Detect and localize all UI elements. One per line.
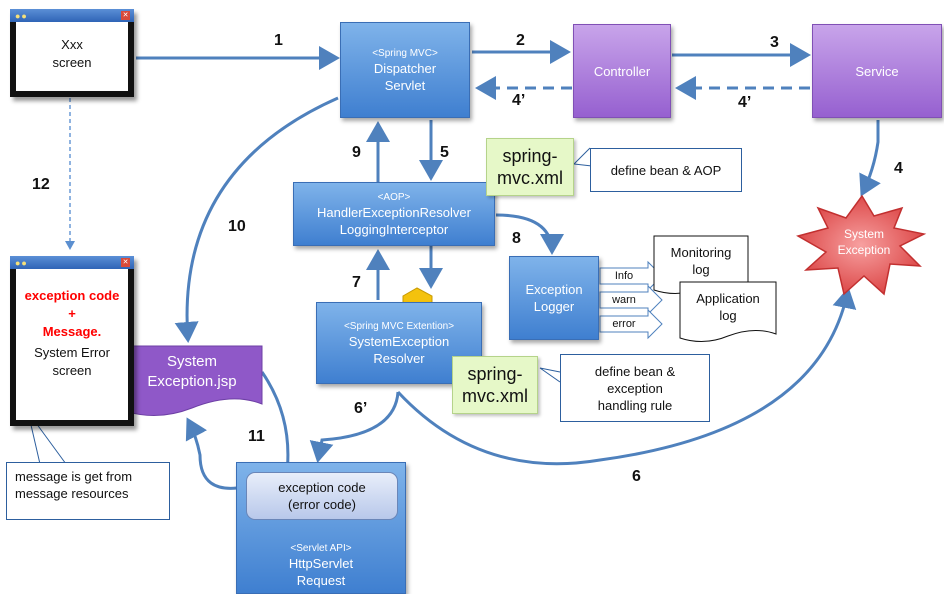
callout-tail-rule — [539, 367, 561, 383]
resolver-line1: SystemException — [348, 333, 450, 349]
step-label-4: 4 — [894, 160, 903, 177]
service-label: Service — [855, 63, 899, 79]
logger-line1: Exception — [525, 282, 583, 297]
burst-line2: Exception — [837, 243, 891, 257]
handler-line2: LoggingInterceptor — [339, 221, 449, 237]
burst-line1: System — [843, 227, 884, 241]
application-log-label: Application log — [680, 290, 776, 324]
service-box: Service — [812, 24, 942, 118]
arrow-10 — [174, 96, 339, 343]
arrow-6p — [309, 391, 400, 463]
system-exception-jsp-label: System Exception.jsp — [122, 352, 262, 392]
error-screen-line1: System Error — [34, 345, 110, 360]
step-label-10: 10 — [228, 218, 246, 235]
dispatcher-line2: Servlet — [384, 77, 426, 93]
step-label-8: 8 — [512, 230, 521, 247]
exception-logger-box: Exception Logger — [509, 256, 599, 340]
window-dots-icon: ●● — [15, 258, 28, 268]
logger-line2: Logger — [533, 299, 575, 314]
rule-line3: handling rule — [597, 397, 673, 413]
arrow-4 — [859, 120, 881, 197]
step-label-2: 2 — [516, 32, 525, 49]
step-label-12: 12 — [32, 176, 50, 193]
window-dots-icon: ●● — [15, 11, 28, 21]
log-level-error: error — [612, 318, 636, 330]
request-line2: Request — [296, 573, 346, 588]
system-exception-burst-label: System Exception — [818, 226, 910, 258]
xxx-screen-titlebar: ●● ✕ — [10, 9, 134, 22]
xml1-line2: mvc.xml — [497, 168, 563, 188]
xml1-line1: spring- — [502, 146, 558, 166]
xxx-screen-line2: screen — [52, 55, 92, 70]
log-level-warn: warn — [612, 294, 636, 306]
dispatcher-stereotype: <Spring MVC> — [372, 47, 438, 59]
system-exception-jsp-shape — [121, 345, 263, 417]
exception-code-line2: (error code) — [288, 497, 356, 512]
controller-label: Controller — [593, 63, 651, 79]
rule-line2: exception — [607, 380, 663, 396]
application-line1: Application — [696, 291, 760, 306]
step-label-11: 11 — [248, 428, 265, 445]
exception-code-box: exception code (error code) — [246, 472, 398, 520]
close-icon: ✕ — [121, 258, 130, 267]
step-label-6: 6 — [632, 468, 641, 485]
message-note-line1: message is get from — [15, 469, 133, 484]
arrow-6 — [396, 287, 857, 466]
step-label-4p-b: 4’ — [738, 94, 752, 111]
system-exception-burst — [796, 194, 927, 296]
callout-tail-aop — [572, 147, 593, 167]
jsp-line1: System — [166, 353, 217, 370]
close-icon: ✕ — [121, 11, 130, 20]
dispatcher-servlet-box: <Spring MVC> Dispatcher Servlet — [340, 22, 470, 118]
monitoring-log-label: Monitoring log — [654, 244, 748, 278]
xml2-line2: mvc.xml — [462, 386, 528, 406]
application-log-doc — [679, 281, 777, 342]
monitoring-line2: log — [692, 262, 710, 277]
error-plus-text: + — [68, 306, 76, 321]
request-stereotype: <Servlet API> — [290, 543, 352, 554]
step-label-5: 5 — [440, 144, 449, 161]
step-label-7: 7 — [352, 274, 361, 291]
exception-code-line1: exception code — [278, 480, 366, 495]
error-screen-titlebar: ●● ✕ — [10, 256, 134, 269]
message-resources-note: message is get from message resources — [6, 462, 170, 520]
error-message-text: Message. — [42, 324, 102, 339]
message-note-line2: message resources — [15, 486, 129, 501]
log-level-arrows — [599, 260, 663, 340]
handler-stereotype: <AOP> — [377, 191, 411, 203]
step-label-9: 9 — [352, 144, 361, 161]
error-screen-line2: screen — [52, 363, 92, 378]
step-label-4p-a: 4’ — [512, 92, 526, 109]
define-aop-note: define bean & AOP — [590, 148, 742, 192]
step-label-3: 3 — [770, 34, 779, 51]
dispatcher-line1: Dispatcher — [373, 60, 437, 76]
handler-interceptor-box: <AOP> HandlerExceptionResolver LoggingIn… — [293, 182, 495, 246]
request-line1: HttpServlet — [288, 556, 354, 571]
error-code-text: exception code — [24, 288, 120, 303]
spring-mvc-xml-note-2: spring- mvc.xml — [452, 356, 538, 414]
spring-mvc-xml-note-1: spring- mvc.xml — [486, 138, 574, 196]
log-level-info: Info — [614, 270, 634, 282]
error-screen-window: ●● ✕ exception code + Message. System Er… — [10, 256, 134, 426]
arrow-11 — [185, 417, 245, 490]
rule-line1: define bean & — [594, 363, 676, 379]
handler-line1: HandlerExceptionResolver — [317, 204, 471, 220]
step-label-1: 1 — [274, 32, 283, 49]
define-aop-text: define bean & AOP — [610, 162, 722, 178]
step-label-6p: 6’ — [354, 400, 368, 417]
define-rule-note: define bean & exception handling rule — [560, 354, 710, 422]
controller-box: Controller — [573, 24, 671, 118]
resolver-line2: Resolver — [373, 350, 425, 366]
resolver-stereotype: <Spring MVC Extention> — [343, 320, 455, 332]
xml2-line1: spring- — [467, 364, 523, 384]
xxx-screen-window: ●● ✕ Xxx screen — [10, 9, 134, 97]
monitoring-line1: Monitoring — [670, 245, 732, 260]
jsp-line2: Exception.jsp — [147, 373, 237, 390]
application-line2: log — [719, 308, 737, 323]
xxx-screen-line1: Xxx — [61, 37, 83, 52]
arrow-8 — [495, 213, 564, 255]
